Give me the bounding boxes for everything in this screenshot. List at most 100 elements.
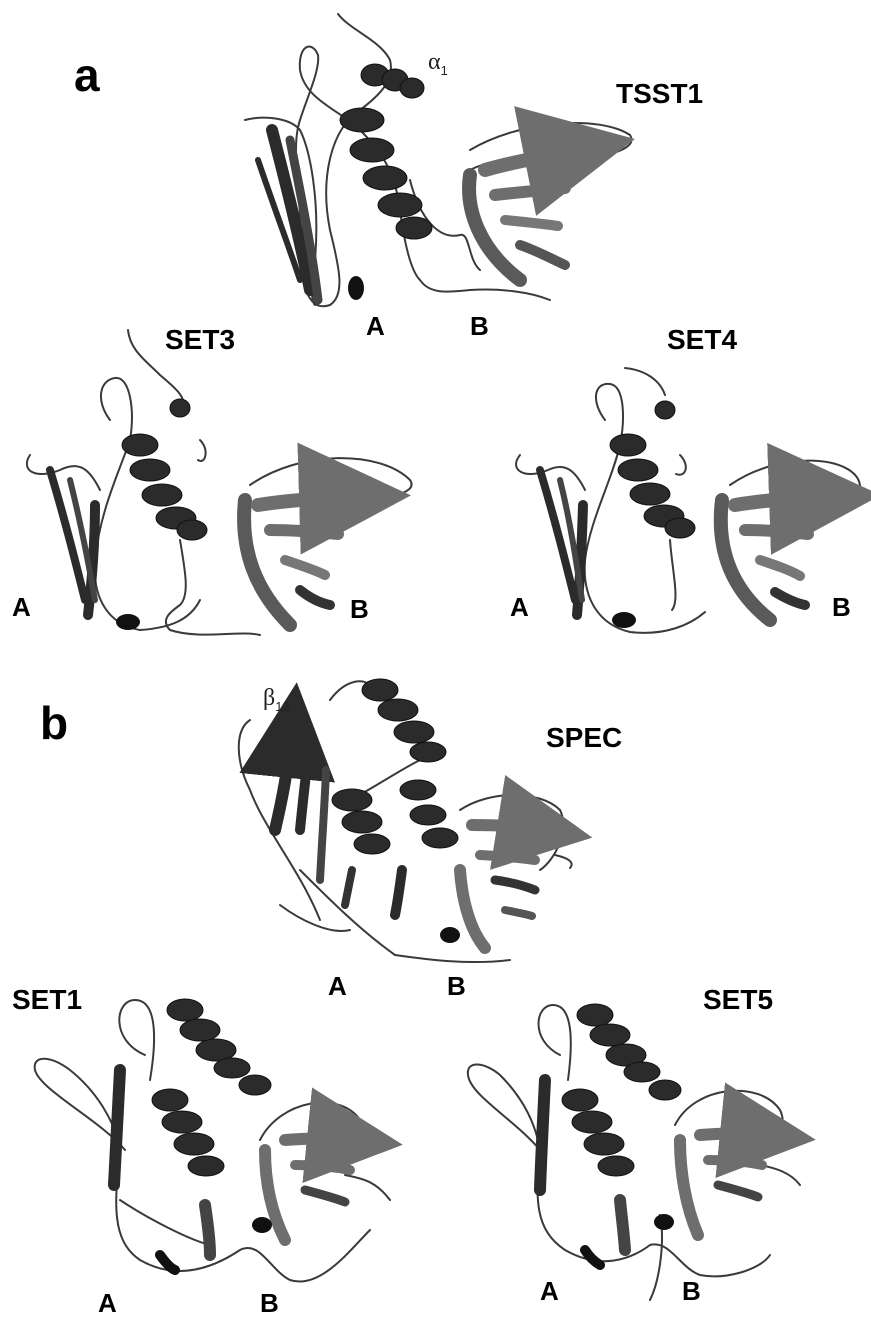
set4-helix-turn	[618, 459, 658, 481]
set1-helix-turn	[152, 1089, 188, 1111]
set4-small-turn	[612, 612, 636, 628]
spec-helix-turn	[362, 679, 398, 701]
set1-loop-trace	[35, 1000, 154, 1150]
alpha-subscript: 1	[441, 63, 448, 78]
set5-helix-turn	[562, 1089, 598, 1111]
set1-strand	[285, 1139, 355, 1141]
tsst1-helix-turn	[340, 108, 384, 132]
set3-helix-turn	[177, 520, 207, 540]
spec-small-turn	[440, 927, 460, 943]
set5-loop-trace-3	[675, 1091, 783, 1155]
spec-helix-turn	[332, 789, 372, 811]
spec-strand	[395, 870, 402, 915]
set3-strand	[270, 530, 338, 534]
set4-strand	[775, 592, 805, 605]
set1-helix-turn	[162, 1111, 202, 1133]
tsst1-name: TSST1	[616, 80, 703, 108]
tsst1-strand	[485, 150, 580, 170]
set3-strand	[258, 497, 355, 505]
set1-strand	[114, 1070, 120, 1185]
spec-loop-trace-4	[555, 855, 572, 868]
panel-b-letter: b	[40, 700, 68, 746]
set1-helix-turn	[180, 1019, 220, 1041]
spec-strand	[460, 870, 485, 948]
alpha1-annotation: α1	[428, 50, 448, 77]
set5-helix-turn	[624, 1062, 660, 1082]
set4-domain-b: B	[832, 594, 851, 620]
set4-strand	[735, 497, 825, 505]
tsst1-helix-turn	[378, 193, 422, 217]
set3-small-turn	[116, 614, 140, 630]
spec-helix-turn	[400, 780, 436, 800]
set1-loop-trace-4	[120, 1175, 390, 1245]
set1-helix	[152, 999, 271, 1176]
spec-domain-b: B	[447, 973, 466, 999]
set5-name: SET5	[703, 986, 773, 1014]
spec-domain-a: A	[328, 973, 347, 999]
set1-strand	[160, 1255, 175, 1270]
alpha-symbol: α	[428, 49, 441, 75]
set1-domain-a: A	[98, 1290, 117, 1316]
tsst1-strand	[520, 245, 565, 265]
set3-helix-turn	[130, 459, 170, 481]
spec-strand	[495, 880, 535, 890]
beta-symbol: β	[263, 685, 275, 711]
set1-sheet-b	[265, 1139, 355, 1241]
tsst1-helix-turn	[400, 78, 424, 98]
set5-helix-turn	[598, 1156, 634, 1176]
panel-a-letter: a	[74, 52, 100, 98]
set4-domain-a: A	[510, 594, 529, 620]
set1-name: SET1	[12, 986, 82, 1014]
set5-helix-turn	[590, 1024, 630, 1046]
set3-name: SET3	[165, 326, 235, 354]
set4-helix-turn	[630, 483, 670, 505]
beta12-annotation: β12	[263, 686, 290, 713]
spec-helix-turn	[378, 699, 418, 721]
tsst1-helix	[340, 64, 432, 239]
set4-strand	[760, 560, 800, 576]
spec-strand	[472, 825, 545, 830]
spec-helix	[332, 679, 458, 854]
set3-loop-trace-5	[198, 440, 206, 461]
spec-helix-turn	[394, 721, 434, 743]
tsst1-strand	[505, 220, 558, 226]
set4-helix-turn	[610, 434, 646, 456]
set5-loop-trace	[468, 1005, 571, 1150]
set5-helix	[562, 1004, 681, 1176]
set5-strand	[620, 1200, 625, 1250]
set1-helix-turn	[188, 1156, 224, 1176]
set3-loop-trace-2	[27, 455, 100, 490]
tsst1-domain-a: A	[366, 313, 385, 339]
set5-sheet-b	[680, 1134, 768, 1236]
spec-strand	[320, 770, 326, 880]
set1-helix-turn	[167, 999, 203, 1021]
set5-strand	[700, 1134, 768, 1136]
spec-helix-turn	[354, 834, 390, 854]
spec-strand	[480, 855, 535, 860]
spec-name: SPEC	[546, 724, 622, 752]
set3-domain-b: B	[350, 596, 369, 622]
set5-helix-turn	[649, 1080, 681, 1100]
spec-sheet-b	[460, 825, 545, 948]
tsst1-sheet-b	[469, 150, 580, 280]
set1-small-turn	[252, 1217, 272, 1233]
set5-small-turn	[654, 1214, 674, 1230]
set5-strand	[585, 1250, 600, 1265]
set3-helix-turn	[170, 399, 190, 417]
tsst1-strand	[495, 188, 565, 195]
set4-helix-turn	[665, 518, 695, 538]
set3-helix	[122, 399, 207, 540]
tsst1-helix-turn	[363, 166, 407, 190]
set3-sheet-a	[50, 470, 95, 615]
spec-helix-turn	[422, 828, 458, 848]
set5-strand	[718, 1185, 758, 1197]
spec-strand	[505, 910, 532, 916]
spec-strand	[275, 730, 292, 830]
set1-domain-b: B	[260, 1290, 279, 1316]
set3-strand	[300, 590, 330, 605]
set4-sheet-b	[721, 497, 825, 620]
set3-strand	[285, 560, 325, 575]
set4-loop-trace-5	[670, 540, 675, 610]
spec-helix-turn	[410, 742, 446, 762]
